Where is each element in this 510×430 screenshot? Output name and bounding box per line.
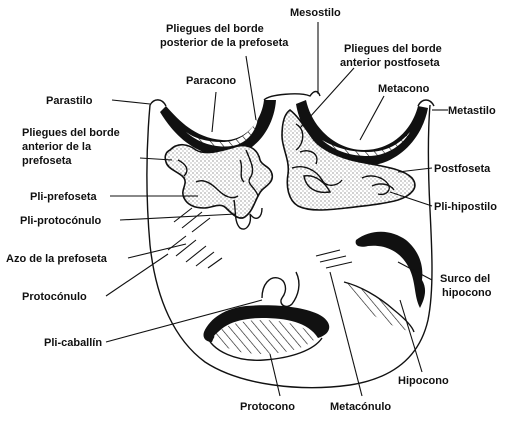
label-postfoseta: Postfoseta xyxy=(434,163,491,175)
label-parastilo: Parastilo xyxy=(46,95,93,107)
label-pliegues-anterior-post-2: anterior postfoseta xyxy=(340,57,441,69)
label-mesostilo: Mesostilo xyxy=(290,7,341,19)
label-protocono: Protocono xyxy=(240,401,295,413)
label-metacono: Metacono xyxy=(378,83,430,95)
label-metastilo: Metastilo xyxy=(448,105,496,117)
label-pliegues-anterior-post-1: Pliegues del borde xyxy=(344,43,442,55)
label-pliegues-anterior-pre-2: anterior de la xyxy=(22,141,92,153)
protoconulo-hatch xyxy=(168,236,222,268)
mesostilo-shape xyxy=(264,92,320,101)
label-metaconulo: Metacónulo xyxy=(330,401,391,413)
label-surco-hipocono-1: Surco del xyxy=(440,273,490,285)
prefoseta xyxy=(165,145,272,218)
label-pliegues-anterior-pre-1: Pliegues del borde xyxy=(22,127,120,139)
label-pli-caballin: Pli-caballín xyxy=(44,337,102,349)
label-pli-prefoseta: Pli-prefoseta xyxy=(30,191,98,203)
label-pliegues-posterior-2: posterior de la prefoseta xyxy=(160,37,289,49)
pli-caballin-fold xyxy=(262,272,299,306)
azo-hatch xyxy=(174,208,210,232)
label-surco-hipocono-2: hipocono xyxy=(442,287,492,299)
label-paracono: Paracono xyxy=(186,75,236,87)
metaconulo-hatch xyxy=(316,250,352,268)
label-hipocono: Hipocono xyxy=(398,375,449,387)
label-protoconulo: Protocónulo xyxy=(22,291,87,303)
metastilo-shape xyxy=(418,100,434,106)
label-pliegues-posterior-1: Pliegues del borde xyxy=(166,23,264,35)
label-pli-hipostilo: Pli-hipostilo xyxy=(434,201,497,213)
label-pli-protoconulo: Pli-protocónulo xyxy=(20,215,102,227)
protocono-hatch xyxy=(214,320,316,354)
hipocono-hatch xyxy=(344,282,414,332)
label-pliegues-anterior-pre-3: prefoseta xyxy=(22,155,72,167)
postfoseta xyxy=(282,110,415,210)
label-azo-prefoseta: Azo de la prefoseta xyxy=(6,253,108,265)
parastilo-shape xyxy=(150,100,166,106)
